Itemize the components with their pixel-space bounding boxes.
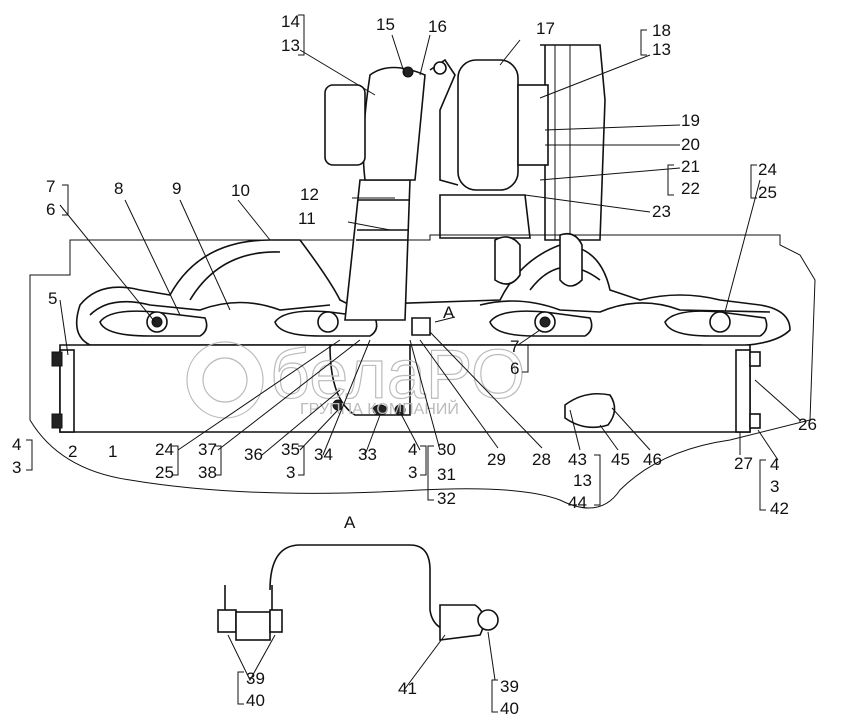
callout-label: 3 [286,463,295,482]
callout-label: 27 [734,454,753,473]
callout-label: 43 [568,450,587,469]
callout-label: 14 [281,12,300,31]
callout-label: 24 [758,160,777,179]
turbo-bracket [439,194,531,239]
callout-label: 7 [46,177,55,196]
view-title: A [344,513,356,532]
watermark-brand: белаРО [270,335,525,413]
leader-lines [26,14,801,511]
callout-label: 4 [408,440,417,459]
callout-label: 22 [681,179,700,198]
callout-label: 31 [437,465,456,484]
callout-label: 13 [281,36,300,55]
callout-label: 5 [48,289,57,308]
callout-label: 4 [12,435,21,454]
callout-label: 21 [681,157,700,176]
callout-label: 37 [198,440,217,459]
callout-label: 12 [300,185,319,204]
callout-label: 2 [68,442,77,461]
clamps [99,310,768,337]
callout-label: 19 [681,111,700,130]
callout-label: 23 [652,202,671,221]
callout-label: 41 [398,679,417,698]
callout-label: 35 [281,440,300,459]
callout-label: 25 [758,183,777,202]
callout-label: 3 [408,463,417,482]
callout-label: 17 [536,19,555,38]
callout-label: 6 [510,359,519,378]
callout-label: 18 [652,21,671,40]
callout-label: 15 [376,15,395,34]
callout-label: 34 [314,445,333,464]
view-a-detail [217,544,499,713]
callout-labels: 14 13 15 16 17 18 13 19 20 21 22 23 24 2… [12,12,817,718]
sensor-bracket [411,317,431,336]
callout-label: 39 [500,677,519,696]
callout-label: 26 [798,415,817,434]
callout-label: 28 [532,450,551,469]
blanking-plate [564,392,616,429]
callout-label: 33 [358,445,377,464]
engine-block-outline [29,234,816,509]
callout-label: 3 [12,458,21,477]
callout-label: 16 [428,17,447,36]
callout-label: 3 [770,477,779,496]
callout-label: 40 [246,691,265,710]
turbocharger [402,58,549,191]
callout-label: 9 [172,179,181,198]
callout-label: 45 [611,450,630,469]
callout-label: 30 [437,440,456,459]
callout-label: 1 [108,442,117,461]
callout-label: 40 [500,699,519,718]
callout-label: 29 [487,450,506,469]
callout-label: 46 [643,450,662,469]
turbo-compressor [324,84,366,166]
callout-label: 13 [573,471,592,490]
callout-label: 44 [568,493,587,512]
flywheel-housing [540,44,606,241]
view-arrow-label: A [443,303,455,322]
callout-label: 6 [46,200,55,219]
callout-label: 8 [114,179,123,198]
elbow-pipe [362,66,426,181]
callout-label: 4 [770,455,779,474]
callout-label: 36 [244,445,263,464]
callout-label: 10 [231,181,250,200]
callout-label: 39 [246,669,265,688]
callout-label: 20 [681,135,700,154]
callout-label: 24 [155,440,174,459]
exhaust-pipe [344,179,411,321]
callout-label: 25 [155,463,174,482]
callout-label: 38 [198,463,217,482]
callout-label: 11 [298,209,316,228]
right-flange [735,349,751,433]
callout-label: 7 [510,337,519,356]
callout-label: 32 [437,489,456,508]
bracket-plate [494,236,521,285]
callout-label: 42 [770,499,789,518]
callout-label: 13 [652,40,671,59]
